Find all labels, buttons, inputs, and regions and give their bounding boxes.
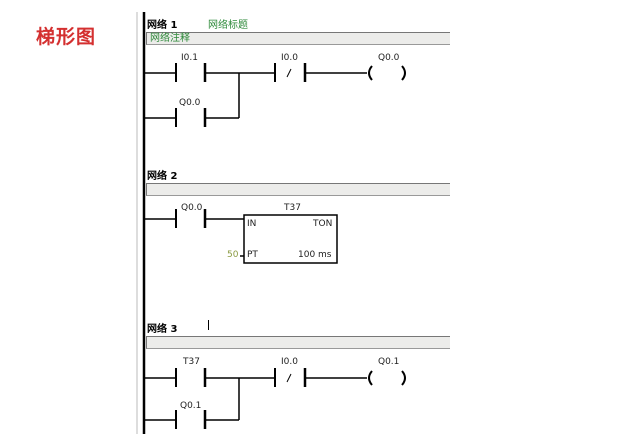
- network-1-header[interactable]: 网络 1: [147, 20, 178, 31]
- contact-q0-0-label: Q0.0: [181, 203, 203, 213]
- timer-address-label: T37: [284, 203, 301, 213]
- network-3-header[interactable]: 网络 3: [147, 324, 178, 335]
- network-1-comment-bar[interactable]: 网络注释: [146, 32, 450, 45]
- network-1-comment: 网络注释: [150, 33, 190, 44]
- network-1-rung[interactable]: [144, 63, 406, 127]
- text-cursor: [208, 320, 209, 330]
- contact-i0-0-label: I0.0: [281, 53, 298, 63]
- coil-q0-1-label: Q0.1: [378, 357, 400, 367]
- network-2-rung[interactable]: [144, 209, 338, 264]
- timer-preset-value[interactable]: 50: [227, 250, 239, 260]
- contact-q0-0-label: Q0.0: [179, 98, 201, 108]
- network-1-title[interactable]: 网络标题: [208, 20, 248, 31]
- timer-in-label: IN: [247, 219, 257, 229]
- timer-box: [243, 214, 338, 264]
- contact-q0-1-label: Q0.1: [180, 401, 202, 411]
- network-3-comment-bar[interactable]: [146, 336, 450, 349]
- contact-i0-1-label: I0.1: [181, 53, 198, 63]
- network-3-rung[interactable]: [144, 368, 406, 429]
- coil-q0-0-label: Q0.0: [378, 53, 400, 63]
- contact-i0-0-label: I0.0: [281, 357, 298, 367]
- timer-pt-label: PT: [247, 250, 258, 260]
- page-title: 梯形图: [36, 26, 97, 48]
- timer-type-label: TON: [313, 219, 333, 229]
- network-2-comment-bar[interactable]: [146, 183, 450, 196]
- contact-t37-label: T37: [183, 357, 200, 367]
- network-2-header[interactable]: 网络 2: [147, 171, 178, 182]
- timer-timebase-label: 100 ms: [298, 250, 332, 260]
